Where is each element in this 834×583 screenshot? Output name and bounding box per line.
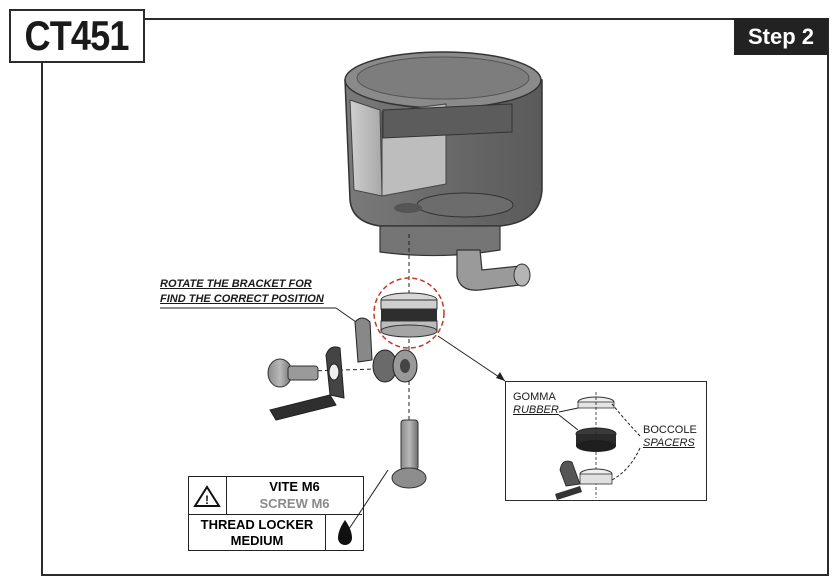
step-badge: Step 2	[734, 18, 828, 55]
svg-text:!: !	[205, 493, 209, 507]
liquid-drop-icon	[338, 520, 352, 545]
detail-leader	[437, 335, 506, 382]
rotate-note-line2: FIND THE CORRECT POSITION	[160, 293, 324, 305]
highlight-circle	[373, 277, 445, 349]
nut-assembly	[372, 349, 418, 383]
rotate-note-line1: ROTATE THE BRACKET FOR	[160, 278, 312, 290]
spacers-label-en: SPACERS	[643, 437, 695, 449]
drawing-frame	[41, 18, 829, 576]
product-code: CT451	[24, 12, 130, 59]
detail-inset	[505, 381, 707, 501]
horizontal-screw	[267, 358, 319, 388]
rubber-label-en: RUBBER	[513, 404, 559, 416]
warning-triangle-icon: !	[193, 485, 221, 507]
inset-parts	[555, 392, 617, 500]
screw-spec-table: VITE M6 SCREW M6 THREAD LOCKER MEDIUM	[188, 476, 364, 551]
rubber-label-it: GOMMA	[513, 391, 556, 403]
reservoir	[344, 51, 543, 291]
rubber-spacer-stack	[373, 277, 445, 349]
vertical-screw	[391, 419, 427, 489]
spacers-label-it: BOCCOLE	[643, 424, 697, 436]
product-code-box: CT451	[9, 9, 145, 63]
screw-label-it: VITE M6	[269, 479, 320, 494]
thread-locker-label: THREAD LOCKER	[200, 517, 314, 532]
thread-locker-strength: MEDIUM	[230, 533, 284, 548]
bracket	[269, 317, 373, 421]
screw-label-en: SCREW M6	[259, 496, 330, 511]
